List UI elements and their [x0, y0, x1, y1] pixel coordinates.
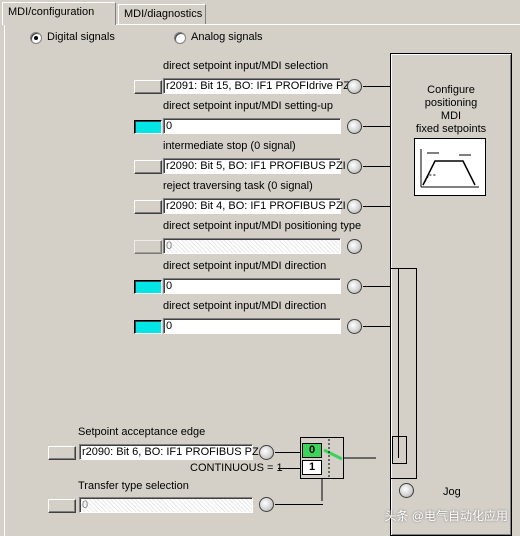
signal-source-field[interactable]: 0	[163, 118, 341, 134]
connector-line	[398, 268, 399, 458]
connector-line	[416, 268, 417, 478]
signal-indicator	[347, 239, 362, 254]
connector-line	[363, 206, 391, 207]
signal-indicator	[347, 79, 362, 94]
connector-line	[363, 286, 391, 287]
digital-signals-label: Digital signals	[47, 31, 115, 43]
configure-fixed-setpoints-button[interactable]	[414, 138, 486, 196]
signal-source-field[interactable]: r2091: Bit 15, BO: IF1 PROFIdrive PZ	[163, 78, 350, 94]
signal-label: intermediate stop (0 signal)	[163, 140, 296, 152]
digital-signals-radio[interactable]	[30, 32, 42, 44]
configure-title-line: positioning	[424, 97, 478, 109]
signal-indicator	[347, 119, 362, 134]
transfer-source-field: 0	[79, 497, 253, 513]
signal-label: direct setpoint input/MDI positioning ty…	[163, 220, 362, 232]
tab-label: MDI/diagnostics	[124, 8, 203, 20]
analog-signals-label: Analog signals	[191, 31, 263, 43]
connector-line	[390, 268, 417, 269]
mode-switch-1: 1	[302, 460, 322, 475]
signal-label: direct setpoint input/MDI direction	[163, 260, 327, 272]
tab-mdi-diagnostics[interactable]: MDI/diagnostics	[118, 4, 206, 24]
connector-line	[278, 468, 301, 469]
analog-signals-radio[interactable]	[174, 32, 186, 44]
signal-connect-button[interactable]	[134, 200, 162, 214]
configure-title-line: fixed setpoints	[415, 123, 487, 135]
jog-label: Jog	[443, 486, 461, 498]
watermark: 头条 @电气自动化应用	[384, 509, 508, 523]
signal-label: reject traversing task (0 signal)	[163, 180, 313, 192]
positioning-profile-icon	[420, 149, 479, 188]
tab-mdi-configuration[interactable]: MDI/configuration	[2, 2, 116, 25]
connector-line	[275, 504, 323, 505]
signal-indicator	[347, 159, 362, 174]
signal-connect-button[interactable]	[134, 160, 162, 174]
connector-line	[363, 326, 391, 327]
configure-title-line: Configure	[427, 84, 475, 96]
acceptance-connect-button[interactable]	[48, 446, 76, 460]
connector-box	[392, 436, 407, 464]
continuous-label: CONTINUOUS = 1	[190, 462, 283, 474]
configure-title: Configure positioning MDI fixed setpoint…	[392, 84, 510, 136]
acceptance-source-field[interactable]: r2090: Bit 6, BO: IF1 PROFIBUS PZ	[79, 444, 259, 460]
tab-bar: MDI/configuration MDI/diagnostics	[0, 0, 520, 25]
mode-switch-0: 0	[302, 443, 322, 458]
configure-title-line: MDI	[440, 110, 462, 122]
jog-indicator	[399, 483, 414, 498]
connector-line	[390, 478, 417, 479]
signal-indicator	[347, 199, 362, 214]
signal-connect-button[interactable]	[134, 240, 162, 254]
signal-source-field[interactable]: 0	[163, 278, 341, 294]
signal-connect-button[interactable]	[134, 80, 162, 94]
signal-connect-button[interactable]	[134, 120, 162, 134]
signal-indicator	[347, 319, 362, 334]
acceptance-indicator	[259, 445, 274, 460]
signal-source-field[interactable]: r2090: Bit 4, BO: IF1 PROFIBUS PZI	[163, 198, 346, 214]
signal-source-field: 0	[163, 238, 341, 254]
connector-line	[275, 452, 301, 453]
signal-indicator	[347, 279, 362, 294]
transfer-label: Transfer type selection	[78, 480, 189, 492]
signal-label: direct setpoint input/MDI direction	[163, 300, 327, 312]
connector-line	[363, 126, 391, 127]
transfer-connect-button[interactable]	[48, 499, 76, 513]
switch-wiring	[321, 439, 376, 501]
radio-selected-dot	[34, 36, 38, 40]
signal-connect-button[interactable]	[134, 280, 162, 294]
signal-source-field[interactable]: 0	[163, 318, 341, 334]
connector-line	[363, 166, 391, 167]
signal-source-field[interactable]: r2090: Bit 5, BO: IF1 PROFIBUS PZI	[163, 158, 346, 174]
signal-label: direct setpoint input/MDI selection	[163, 60, 329, 72]
connector-line	[363, 86, 391, 87]
tab-panel	[4, 24, 520, 536]
signal-label: direct setpoint input/MDI setting-up	[163, 100, 333, 112]
tab-label: MDI/configuration	[8, 6, 95, 18]
signal-connect-button[interactable]	[134, 320, 162, 334]
acceptance-label: Setpoint acceptance edge	[78, 426, 206, 438]
transfer-indicator	[259, 497, 274, 512]
